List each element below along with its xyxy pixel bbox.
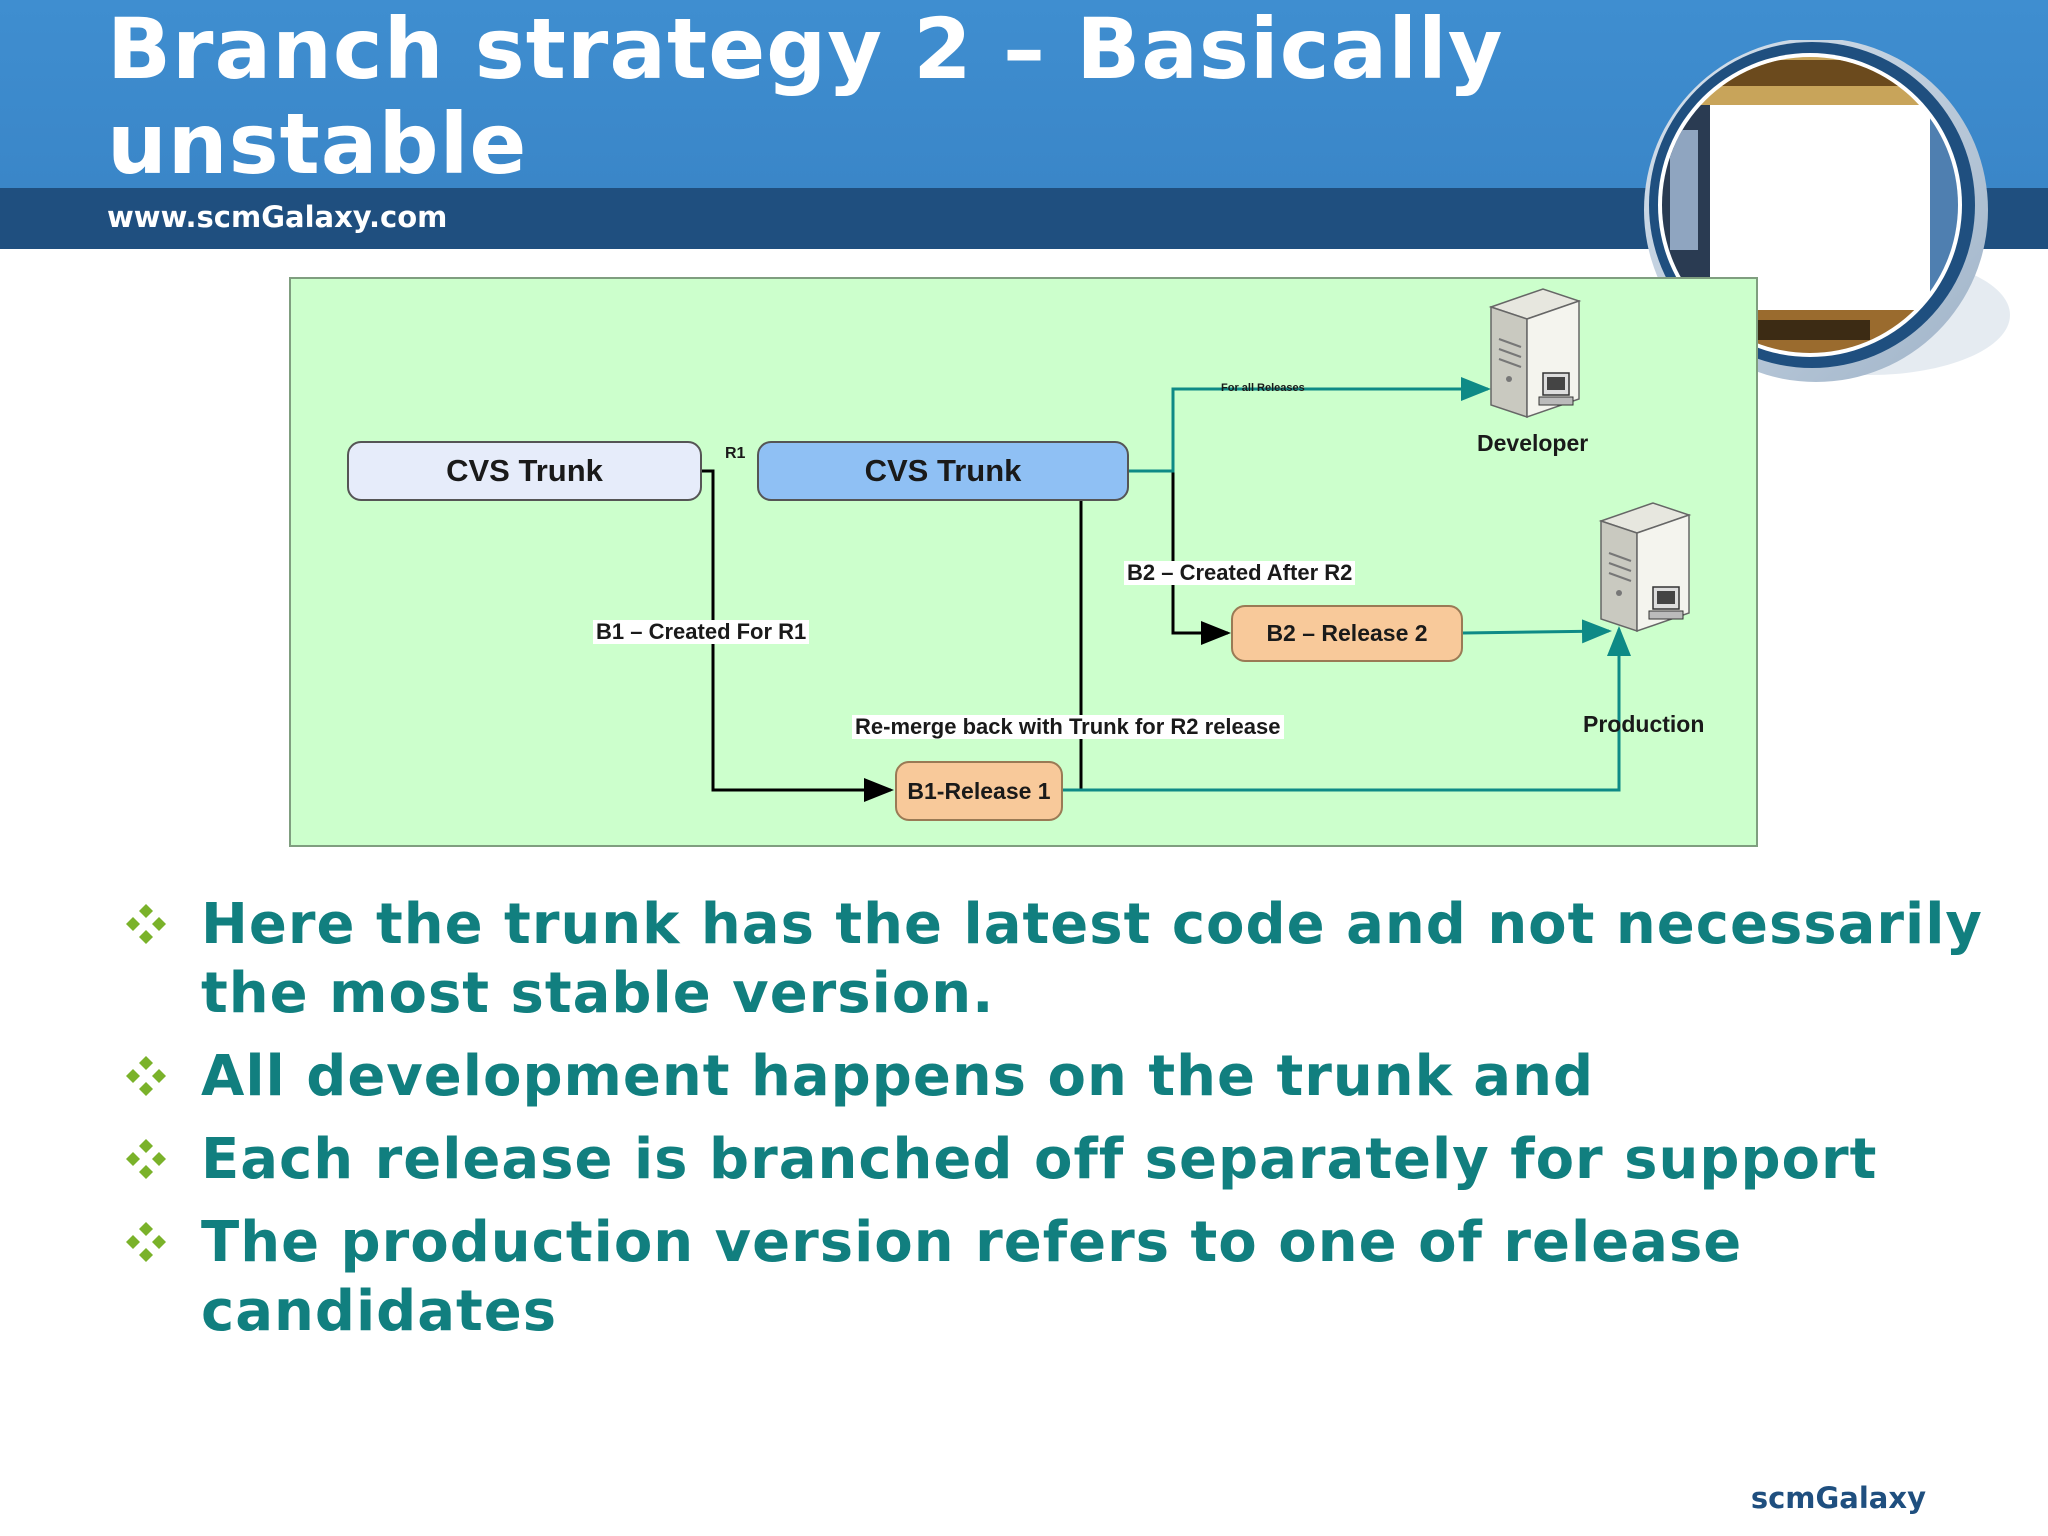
developer-server-icon xyxy=(1488,288,1582,419)
diamond-bullet-icon xyxy=(126,1139,166,1179)
bullet-text: Each release is branched off separately … xyxy=(201,1127,1878,1192)
site-url: www.scmGalaxy.com xyxy=(107,200,448,234)
b1-release-node: B1-Release 1 xyxy=(895,761,1063,821)
label-remerge: Re-merge back with Trunk for R2 release xyxy=(852,715,1284,739)
label-production: Production xyxy=(1583,711,1705,737)
bullet-item: Each release is branched off separately … xyxy=(124,1125,1984,1194)
connector-trunk-to-developer xyxy=(1129,377,1491,473)
connector-b1-to-trunk xyxy=(1079,459,1130,790)
bullet-item: Here the trunk has the latest code and n… xyxy=(124,890,1984,1028)
label-b2-created: B2 – Created After R2 xyxy=(1124,561,1356,585)
slide-title: Branch strategy 2 – Basically unstable xyxy=(107,0,1504,193)
bullet-item: All development happens on the trunk and xyxy=(124,1042,1984,1111)
footer-brand: scmGalaxy xyxy=(1750,1481,1926,1515)
connector-trunk-to-b2 xyxy=(1171,471,1231,645)
diamond-bullet-icon xyxy=(126,904,166,944)
bullet-list: Here the trunk has the latest code and n… xyxy=(124,890,1984,1360)
label-r1: R1 xyxy=(725,445,746,462)
diamond-bullet-icon xyxy=(126,1222,166,1262)
bullet-text: The production version refers to one of … xyxy=(201,1210,1743,1344)
b2-release-node: B2 – Release 2 xyxy=(1231,605,1463,662)
label-b1-created: B1 – Created For R1 xyxy=(593,620,810,644)
bullet-text: All development happens on the trunk and xyxy=(201,1044,1595,1109)
bullet-item: The production version refers to one of … xyxy=(124,1208,1984,1346)
diagram-panel: CVS Trunk CVS Trunk B2 – Release 2 B1-Re… xyxy=(289,277,1758,847)
label-for-all-releases: For all Releases xyxy=(1221,382,1305,394)
connector-b1-to-production xyxy=(1063,626,1631,792)
diamond-bullet-icon xyxy=(126,1056,166,1096)
production-server-icon xyxy=(1598,502,1692,633)
connector-b2-to-production xyxy=(1462,619,1612,644)
cvs-trunk-node-2: CVS Trunk xyxy=(757,441,1129,501)
bullet-text: Here the trunk has the latest code and n… xyxy=(201,892,1983,1026)
label-developer: Developer xyxy=(1477,430,1589,456)
cvs-trunk-node-1: CVS Trunk xyxy=(347,441,702,501)
